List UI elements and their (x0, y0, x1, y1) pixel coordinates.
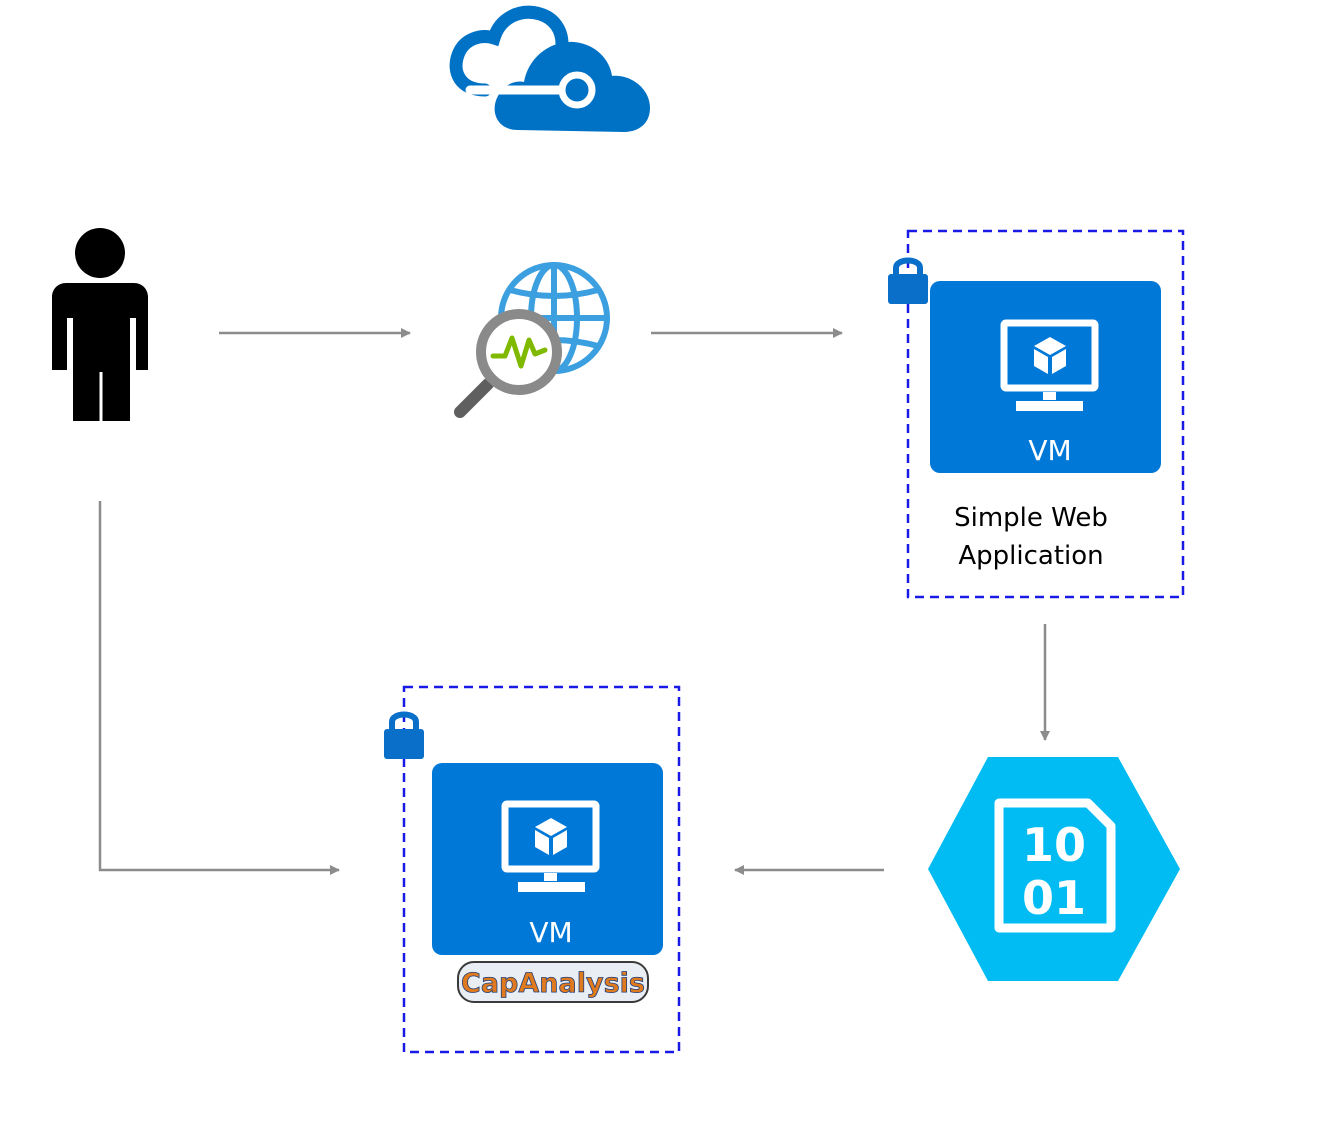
connectors (98, 328, 1050, 875)
analysis-vm-boundary (402, 685, 681, 1054)
capanalysis-logo: CapAnalysis (457, 961, 649, 1003)
storage-binary-line2: 01 (1022, 871, 1086, 925)
lock-icon (384, 711, 424, 759)
arrow-user-to-analysisvm (98, 501, 340, 875)
storage-blob-icon: 10 01 (928, 757, 1180, 981)
lock-icon (888, 257, 928, 304)
storage-binary-line1: 10 (1022, 818, 1086, 872)
web-vm-label: VM (1028, 434, 1071, 467)
network-watcher-icon (454, 262, 610, 418)
analysis-vm-group: VM CapAnalysis (384, 685, 681, 1054)
web-vm-caption-line1: Simple Web (954, 503, 1108, 533)
user-icon (52, 228, 148, 421)
vm-icon: VM (432, 763, 663, 955)
web-vm-group: VM Simple Web Application (888, 229, 1185, 599)
web-vm-caption-line2: Application (958, 541, 1103, 571)
azure-cloud-icon (449, 5, 650, 132)
capanalysis-logo-text: CapAnalysis (461, 968, 645, 999)
vm-icon: VM (930, 281, 1161, 473)
analysis-vm-label: VM (529, 916, 572, 949)
web-vm-boundary (906, 229, 1185, 599)
